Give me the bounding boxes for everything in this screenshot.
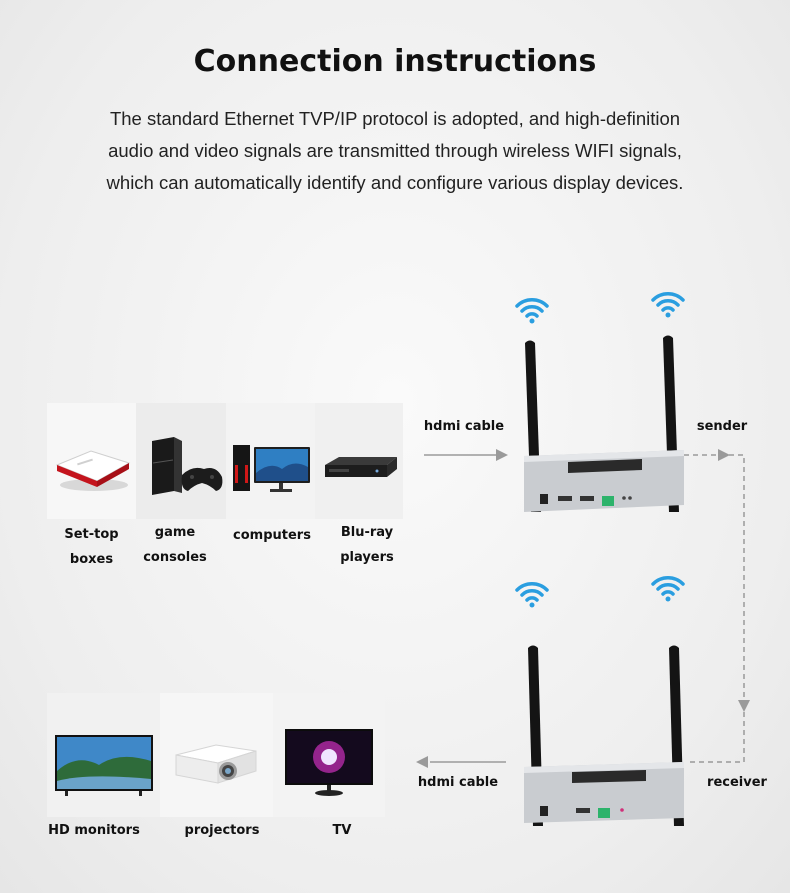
- wifi-icon: [515, 298, 549, 324]
- description: The standard Ethernet TVP/IP protocol is…: [60, 103, 730, 199]
- hd-monitor-image: [47, 693, 160, 817]
- wifi-icon: [515, 582, 549, 608]
- computer-image: [226, 403, 315, 519]
- computer-icon: [233, 445, 310, 492]
- page-title: Connection instructions: [193, 44, 597, 79]
- description-line-1: The standard Ethernet TVP/IP protocol is…: [109, 108, 681, 129]
- hdmi-output-arrow: [416, 756, 506, 768]
- sender-body: [524, 450, 684, 512]
- set-top-label-line-1: Set-top: [64, 527, 119, 542]
- tv-label: TV: [332, 823, 352, 838]
- projector-image: [160, 693, 273, 817]
- game-console-icon: [152, 437, 223, 495]
- sender-label: sender: [696, 419, 748, 434]
- set-top-box-image: [47, 403, 136, 519]
- receiver-label: receiver: [707, 775, 767, 790]
- tv-icon: [285, 729, 373, 796]
- set-top-boxes-label: Set-top boxes: [47, 522, 136, 572]
- computers-label: computers: [233, 528, 311, 543]
- game-label-line-1: game: [154, 525, 196, 540]
- wifi-icon: [651, 292, 685, 318]
- set-top-label-line-2: boxes: [69, 552, 114, 567]
- wireless-link-dashed-arrow: [684, 449, 750, 763]
- set-top-box-icon: [55, 450, 131, 491]
- bluray-label-line-1: Blu-ray: [340, 525, 394, 540]
- bluray-player-image: [315, 403, 403, 519]
- bluray-player-icon: [325, 457, 397, 477]
- game-label-line-2: consoles: [143, 550, 207, 565]
- bluray-players-label: Blu-ray players: [322, 520, 412, 570]
- description-line-3: which can automatically identify and con…: [106, 172, 684, 193]
- projector-icon: [175, 744, 257, 784]
- hdmi-input-arrow: [424, 449, 508, 461]
- projectors-label: projectors: [184, 823, 260, 838]
- hd-monitors-label: HD monitors: [48, 823, 140, 838]
- hdmi-cable-in-label: hdmi cable: [423, 419, 505, 434]
- hdmi-cable-out-label: hdmi cable: [417, 775, 499, 790]
- game-consoles-label: game consoles: [130, 520, 220, 570]
- hd-monitor-icon: [55, 735, 153, 796]
- tv-image: [273, 693, 385, 817]
- bluray-label-line-2: players: [340, 550, 394, 565]
- description-line-2: audio and video signals are transmitted …: [108, 140, 682, 161]
- wifi-icon: [651, 576, 685, 602]
- game-console-image: [136, 403, 226, 519]
- receiver-body: [524, 762, 684, 823]
